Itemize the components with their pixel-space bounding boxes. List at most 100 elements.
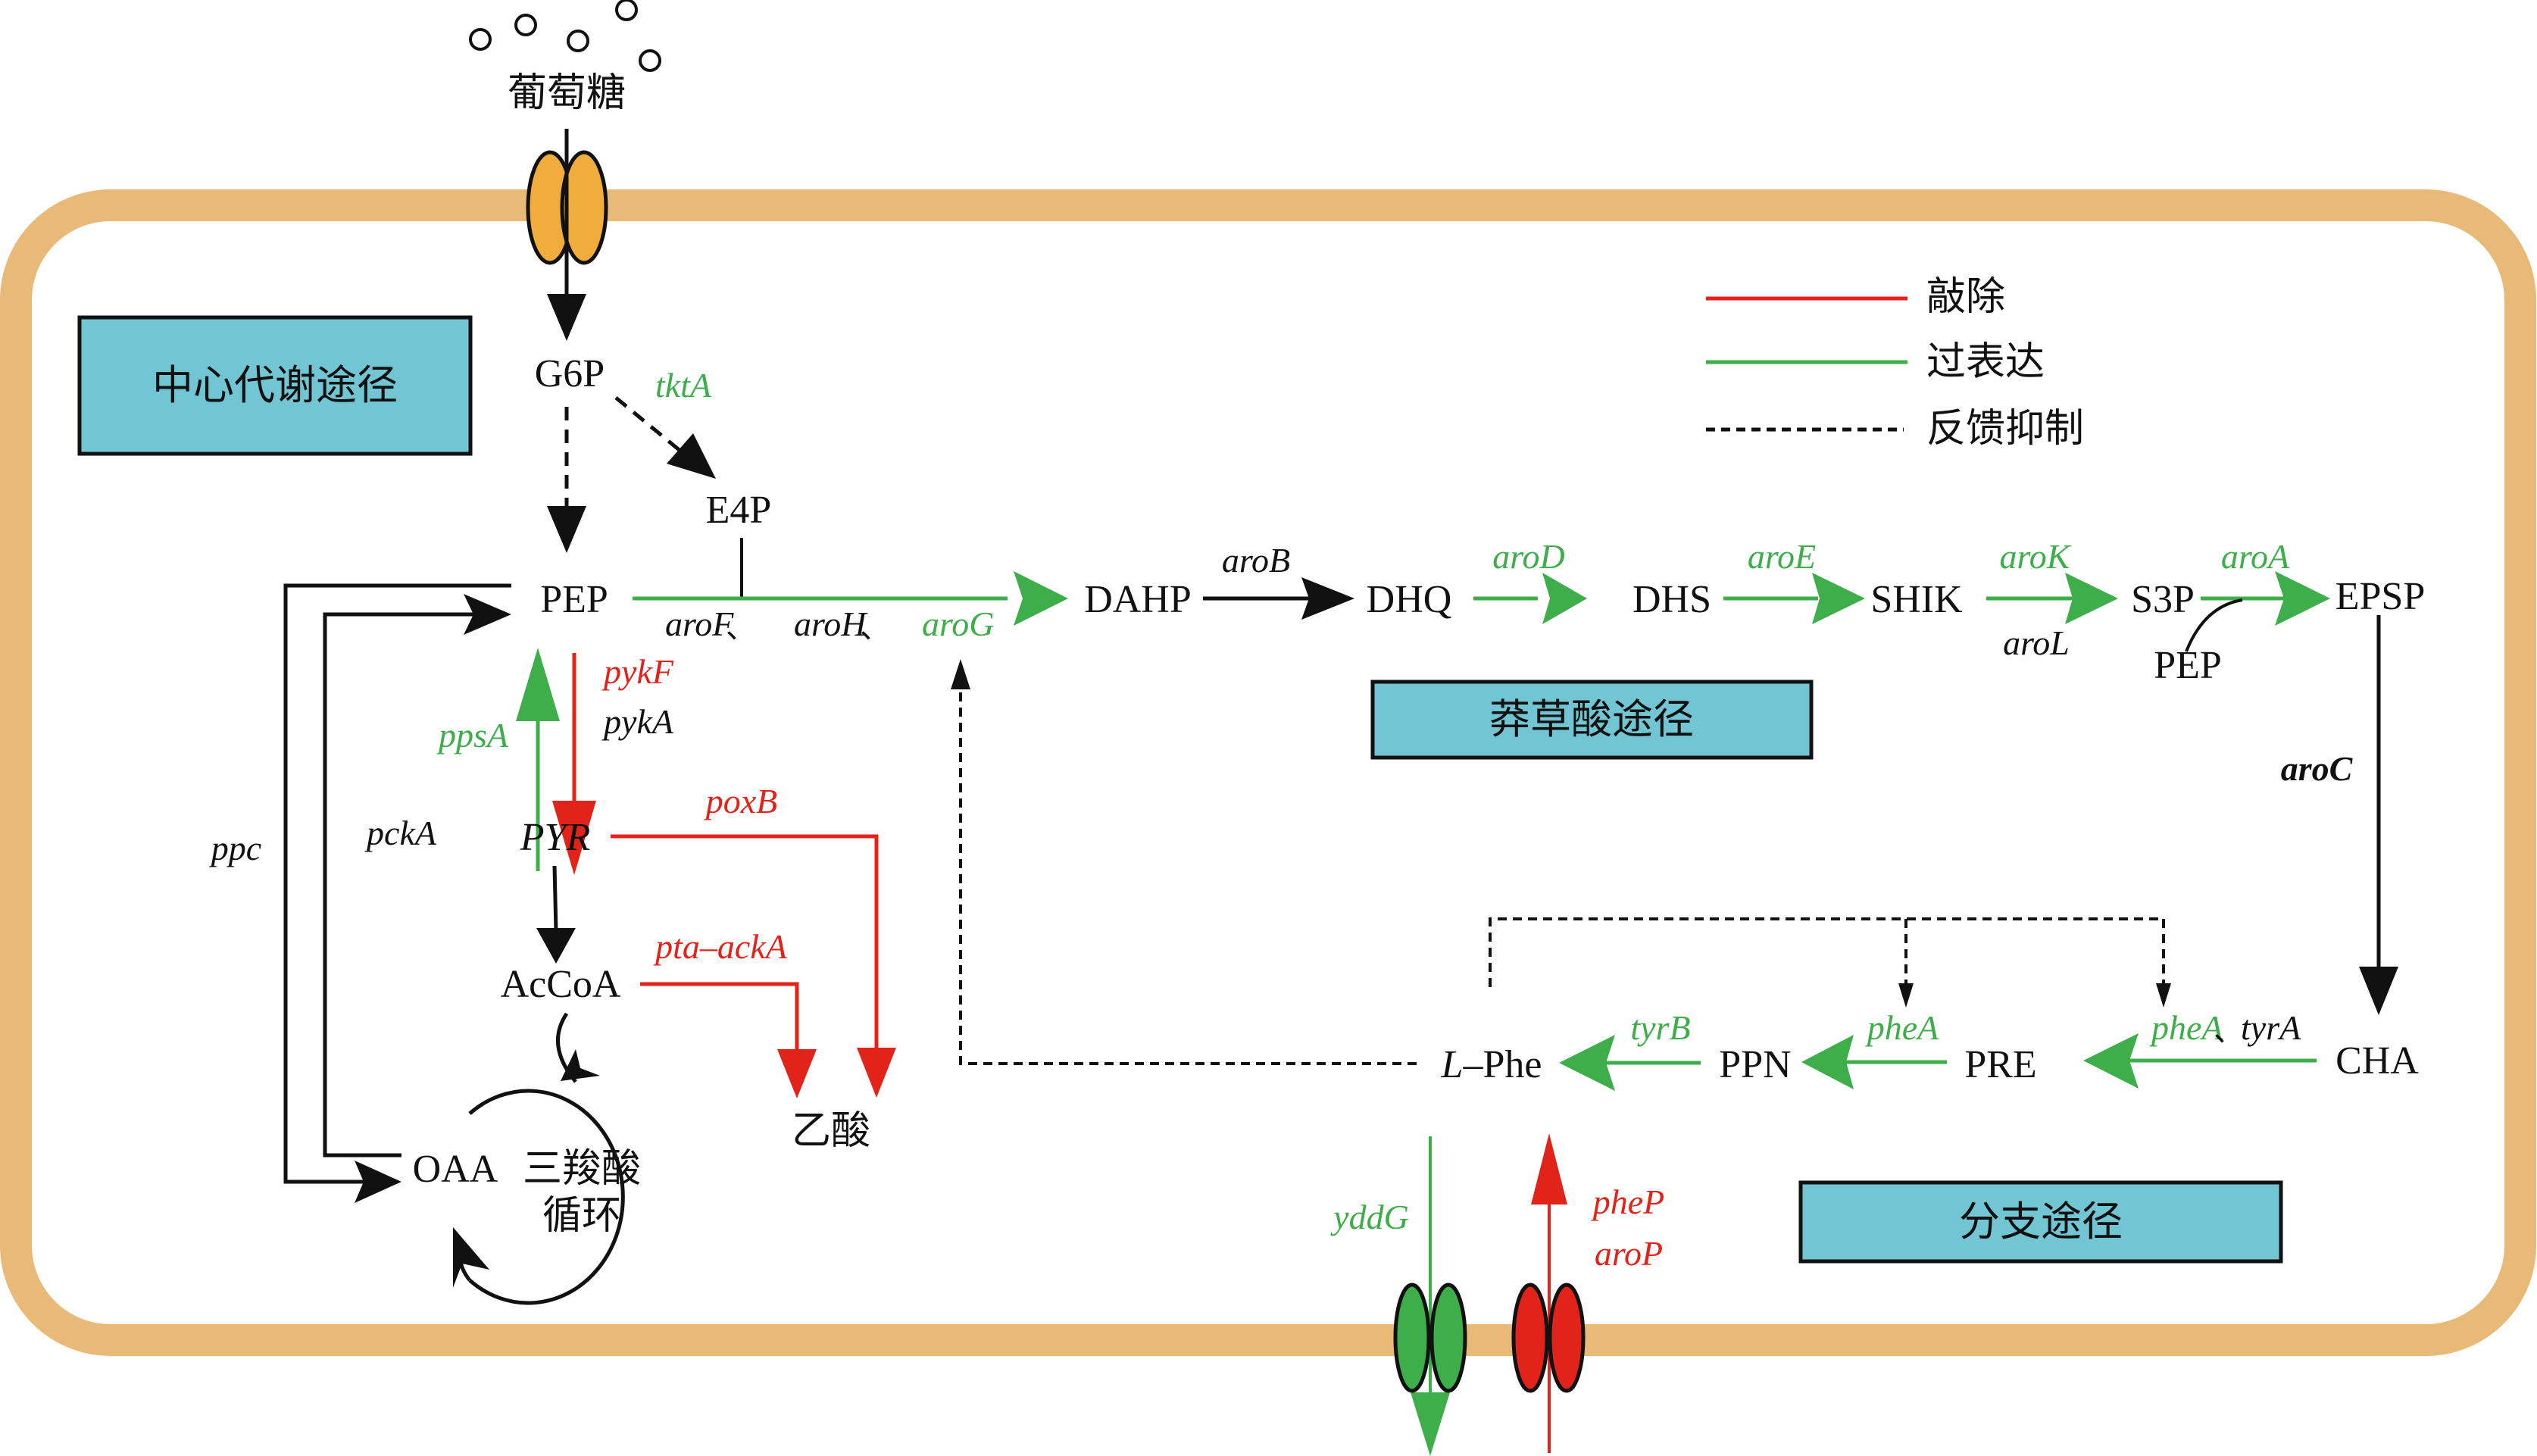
gene-aroE: aroE (1748, 537, 1816, 576)
glucose-molecule-icon (615, 0, 638, 21)
arrowhead-icon (561, 1049, 600, 1081)
phe-suffix: –Phe (1462, 1043, 1542, 1086)
gene-pta-ackA: pta–ackA (653, 927, 788, 966)
metabolite-ppn: PPN (1719, 1043, 1791, 1086)
arrowhead-icon (1301, 577, 1354, 620)
yddG-exporter-icon (1393, 1283, 1467, 1393)
arrowhead-icon (777, 1049, 817, 1098)
pheP-aroP-importer-icon (1511, 1283, 1586, 1393)
separator: 、 (726, 611, 756, 645)
arrowhead-icon (547, 294, 586, 341)
gene-ppsA: ppsA (436, 716, 509, 755)
arrowhead-icon (355, 1161, 401, 1203)
metabolite-pep-cosubstrate: PEP (2154, 644, 2222, 687)
arrowhead-icon (951, 659, 970, 689)
feedback-lphe-to-phea (1489, 917, 2164, 987)
metabolite-l-phe: L–Phe (1441, 1043, 1542, 1086)
legend-feedback-label: 反馈抑制 (1926, 406, 2084, 451)
metabolite-dhq: DHQ (1367, 578, 1452, 621)
arrowhead-icon (2156, 983, 2171, 1008)
arrowhead-icon (857, 1048, 896, 1098)
gene-pckA: pckA (364, 814, 437, 852)
gene-aroF: aroF (665, 605, 734, 643)
legend-knockout-label: 敲除 (1926, 274, 2005, 320)
gene-aroH: aroH (794, 605, 868, 643)
arrowhead-icon (516, 648, 560, 721)
glucose-molecule-icon (514, 14, 537, 36)
gene-ppc: ppc (209, 829, 261, 867)
arrowhead-icon (1411, 1392, 1450, 1456)
pyr-to-accoa-arrow (552, 865, 558, 933)
gene-aroB: aroB (1222, 541, 1290, 580)
arrowhead-icon (1559, 1035, 1615, 1091)
pyr-to-acetate-arrow (611, 834, 879, 1061)
glucose-molecule-icon (639, 49, 661, 72)
metabolite-dhs: DHS (1632, 578, 1711, 621)
dahp-synthase-genes: aroF 、 aroH 、 aroG (665, 605, 994, 645)
accoa-to-acetate-arrow (640, 982, 799, 1061)
metabolite-pep: PEP (540, 578, 608, 621)
gene-pheA-cm: pheA (2149, 1008, 2223, 1047)
module-box-shikimate: 莽草酸途径 (1370, 680, 1814, 760)
arrowhead-icon (1812, 573, 1865, 624)
gene-aroP: aroP (1595, 1234, 1663, 1273)
gene-aroC: aroC (2281, 749, 2354, 788)
module-label-branch: 分支途径 (1959, 1198, 2123, 1245)
metabolite-shik: SHIK (1870, 578, 1963, 621)
arrowhead-icon (1014, 571, 1068, 626)
arrowhead-icon (2065, 573, 2118, 624)
metabolite-s3p: S3P (2131, 578, 2195, 621)
tca-label-line2: 循环 (542, 1193, 621, 1239)
metabolite-accoa: AcCoA (501, 963, 621, 1006)
glucose-transporter-icon (526, 150, 608, 265)
tca-cycle-circle (468, 1089, 625, 1305)
arrowhead-icon (453, 1227, 489, 1288)
gene-tyrB: tyrB (1630, 1008, 1690, 1047)
separator: 、 (860, 611, 890, 645)
arrowhead-icon (547, 506, 586, 553)
g6p-to-e4p-arrow (614, 396, 691, 460)
metabolite-oaa: OAA (413, 1148, 498, 1191)
oaa-to-pep-pckA-arrow (323, 612, 485, 1158)
gene-aroA: aroA (2221, 537, 2290, 576)
arrowhead-icon (2083, 1033, 2139, 1089)
metabolite-dahp: DAHP (1084, 578, 1192, 621)
tca-label-line1: 三羧酸 (523, 1146, 641, 1192)
glucose-molecule-icon (567, 30, 589, 52)
gene-pykA: pykA (601, 702, 674, 741)
arrowhead-icon (1531, 1133, 1567, 1204)
module-label-shikimate: 莽草酸途径 (1489, 695, 1694, 743)
arrowhead-icon (552, 801, 596, 875)
metabolite-g6p: G6P (535, 352, 605, 395)
gene-tyrA: tyrA (2241, 1008, 2301, 1047)
arrowhead-icon (464, 594, 511, 635)
gene-aroK: aroK (2000, 537, 2072, 576)
legend-overexpression-label: 过表达 (1926, 339, 2045, 385)
gene-yddG: yddG (1330, 1198, 1409, 1236)
metabolite-acetate: 乙酸 (792, 1108, 870, 1154)
module-box-central: 中心代谢途径 (77, 315, 473, 456)
metabolite-pyr: PYR (520, 816, 590, 859)
arrowhead-icon (536, 928, 576, 964)
module-box-branch: 分支途径 (1798, 1180, 2283, 1264)
gene-aroL: aroL (2003, 623, 2070, 662)
legend: 敲除 过表达 反馈抑制 (1706, 274, 2084, 451)
glucose-molecule-icon (469, 28, 492, 51)
gene-pheP: pheP (1591, 1183, 1665, 1221)
gene-tktA: tktA (655, 366, 712, 405)
arrowhead-icon (2359, 967, 2398, 1015)
arrowhead-icon (1801, 1035, 1854, 1089)
arrowhead-icon (1898, 983, 1914, 1008)
arrowhead-icon (1542, 573, 1587, 624)
glucose-molecules (469, 0, 661, 72)
gene-aroG: aroG (922, 605, 994, 643)
metabolite-cha: CHA (2335, 1039, 2419, 1083)
separator: 、 (2214, 1014, 2244, 1048)
feedback-lphe-to-arog (959, 682, 1417, 1065)
gene-aroD: aroD (1492, 537, 1564, 576)
pep-to-oaa-ppc-arrow (283, 583, 511, 1184)
module-label-central: 中心代谢途径 (152, 361, 398, 409)
arrowhead-icon (2275, 571, 2330, 626)
arrowhead-icon (667, 433, 716, 479)
